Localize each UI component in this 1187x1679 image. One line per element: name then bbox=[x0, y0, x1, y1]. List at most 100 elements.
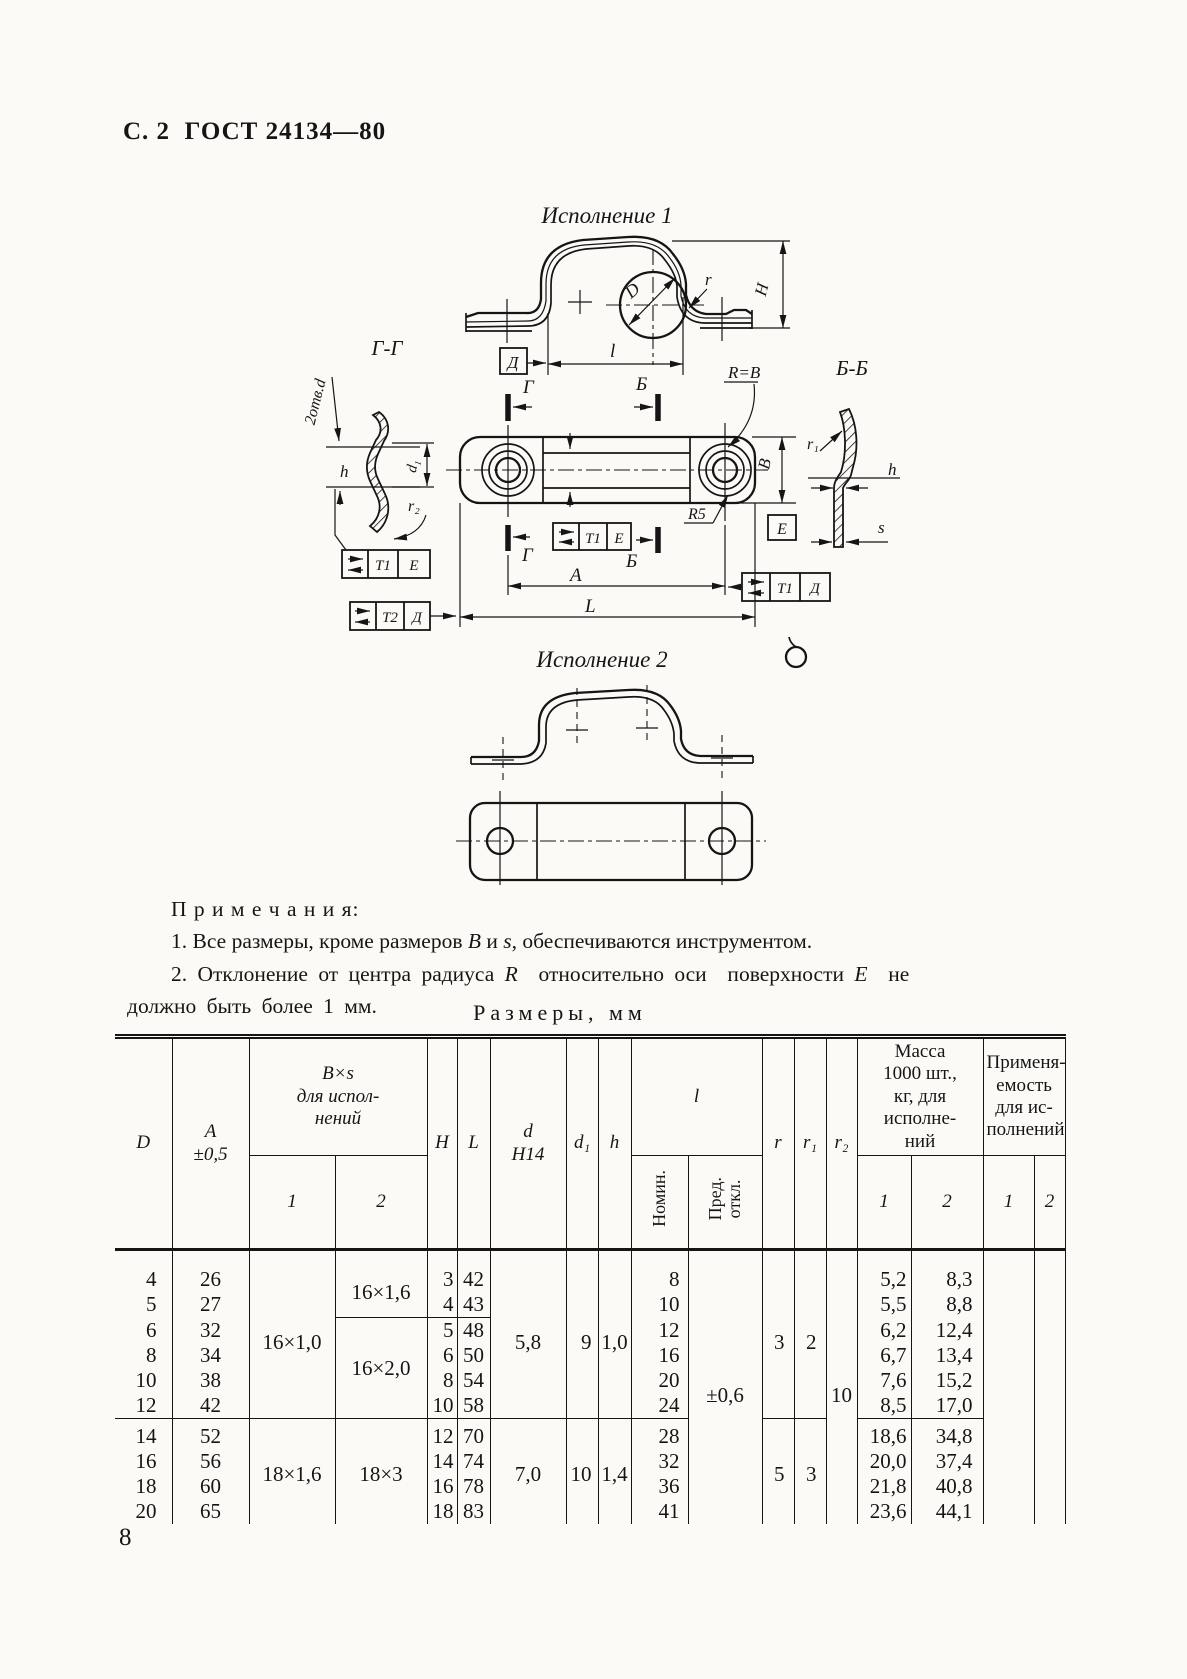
notes-list: 1. Все размеры, кроме размеров B и s, об… bbox=[127, 925, 989, 1022]
column-header: B×s для испол- нений bbox=[249, 1036, 428, 1157]
datum-box-e bbox=[767, 514, 797, 541]
table-cell: 4 bbox=[115, 1249, 173, 1293]
table-cell: 42 bbox=[457, 1249, 491, 1293]
table-cell: 1,0 bbox=[598, 1249, 632, 1419]
tolerance-datum: Е bbox=[408, 558, 418, 574]
table-cell: 26 bbox=[172, 1249, 250, 1293]
table-cell: 8,3 bbox=[911, 1249, 984, 1293]
table-cell: 8 bbox=[427, 1368, 458, 1394]
table-cell: 10 bbox=[566, 1418, 599, 1525]
table-cell: 14 bbox=[115, 1418, 173, 1450]
table-title: Размеры, мм bbox=[473, 1000, 647, 1025]
tolerance-value: Т1 bbox=[777, 581, 793, 597]
notes-heading: П р и м е ч а н и я: bbox=[171, 897, 360, 921]
stamp-mark bbox=[784, 636, 808, 669]
gg-section-profile bbox=[366, 410, 390, 534]
table-cell: 2 bbox=[794, 1249, 827, 1419]
tolerance-value: Т1 bbox=[585, 531, 601, 547]
column-header: d₁ bbox=[566, 1036, 599, 1250]
tolerance-frame-t1d: Т1 Д bbox=[728, 572, 831, 602]
table-cell: 18×1,6 bbox=[249, 1418, 336, 1525]
tolerance-datum: Е bbox=[613, 531, 623, 547]
table-cell: 4 bbox=[427, 1292, 458, 1318]
column-header: r bbox=[762, 1036, 795, 1250]
tolerance-frame-t1e-left: Т1 Е bbox=[334, 489, 431, 579]
tolerance-frame-t1e-plan: Т1 Е bbox=[552, 522, 632, 551]
exec2-plan-view bbox=[456, 791, 766, 885]
width-b-dimension: B Е bbox=[740, 436, 797, 601]
dim-l-label: L bbox=[584, 596, 596, 617]
table-cell: 60 bbox=[172, 1474, 250, 1500]
table-cell: 7,0 bbox=[490, 1418, 567, 1525]
table-cell: 37,4 bbox=[911, 1449, 984, 1475]
table-cell: 5,8 bbox=[490, 1249, 567, 1419]
table-cell: 83 bbox=[457, 1499, 491, 1525]
length-l-label: l bbox=[610, 341, 615, 362]
column-header: Применя- емость для ис- полнений bbox=[983, 1036, 1066, 1157]
table-cell: 24 bbox=[631, 1393, 689, 1419]
r-equals-b-label: R=B bbox=[727, 363, 761, 382]
column-header: A ±0,5 bbox=[172, 1036, 250, 1250]
table-cell: 38 bbox=[172, 1368, 250, 1394]
table-cell: 36 bbox=[631, 1474, 689, 1500]
tolerance-value: Т1 bbox=[375, 558, 391, 574]
table-cell: 34,8 bbox=[911, 1418, 984, 1450]
table-cell: 18 bbox=[115, 1474, 173, 1500]
section-gg-view: Г-Г 2отв.d h d₁ r₂ bbox=[302, 336, 434, 541]
table-cell: 8 bbox=[115, 1343, 173, 1369]
table-cell: 8,5 bbox=[857, 1393, 912, 1419]
datum-d-label: Д bbox=[506, 353, 520, 372]
table-cell: 42 bbox=[172, 1393, 250, 1419]
column-header: H bbox=[427, 1036, 458, 1250]
tolerance-value: Т2 bbox=[382, 610, 398, 626]
table-cell: 43 bbox=[457, 1292, 491, 1318]
table-cell: 12,4 bbox=[911, 1317, 984, 1344]
column-header: h bbox=[598, 1036, 632, 1250]
table-cell: 58 bbox=[457, 1393, 491, 1419]
page-number: 8 bbox=[119, 1524, 132, 1551]
table-cell: 44,1 bbox=[911, 1499, 984, 1525]
datum-e-label: Е bbox=[776, 521, 787, 538]
section-cut-marks-bottom: Г Б bbox=[505, 525, 661, 572]
exec1-side-view bbox=[465, 235, 753, 365]
cut-b-label: Б bbox=[635, 374, 647, 395]
tolerance-symbol-icon bbox=[748, 578, 764, 597]
table-cell: 78 bbox=[457, 1474, 491, 1500]
tolerance-symbol-icon bbox=[348, 555, 363, 574]
table-cell: 16×2,0 bbox=[335, 1317, 428, 1419]
column-header: 2 bbox=[911, 1155, 984, 1250]
table-cell: 34 bbox=[172, 1343, 250, 1369]
note-item: 1. Все размеры, кроме размеров B и s, об… bbox=[171, 929, 813, 954]
exec2-side-view bbox=[470, 685, 754, 785]
dim-s-label: s bbox=[878, 518, 885, 537]
column-header: D bbox=[115, 1036, 173, 1250]
section-bb-view: Б-Б r₁ h s bbox=[807, 356, 900, 548]
table-cell: 1,4 bbox=[598, 1418, 632, 1525]
height-label: H bbox=[751, 280, 773, 299]
tolerance-datum: Д bbox=[410, 610, 423, 626]
table-cell: 56 bbox=[172, 1449, 250, 1475]
table-cell: 74 bbox=[457, 1449, 491, 1475]
table-cell: ±0,6 bbox=[688, 1249, 763, 1525]
table-cell: 5,2 bbox=[857, 1249, 912, 1293]
technical-drawing: Исполнение 1 D r H l Д bbox=[302, 203, 900, 885]
note-item: 2. Отклонение от центра радиуса R относи… bbox=[127, 961, 910, 1018]
table-cell: 13,4 bbox=[911, 1343, 984, 1369]
column-header: L bbox=[457, 1036, 491, 1250]
table-cell: 65 bbox=[172, 1499, 250, 1525]
table-cell: 5 bbox=[427, 1317, 458, 1344]
table-cell: 54 bbox=[457, 1368, 491, 1394]
column-header: Масса 1000 шт., кг, для исполне- ний bbox=[857, 1036, 984, 1157]
diameter-label: D bbox=[620, 279, 644, 303]
table-cell: 50 bbox=[457, 1343, 491, 1369]
dim-a-label: A bbox=[568, 565, 582, 586]
table-cell: 8,8 bbox=[911, 1292, 984, 1318]
column-header: 1 bbox=[857, 1155, 912, 1250]
table-cell: 18×3 bbox=[335, 1418, 428, 1525]
table-cell: 6,7 bbox=[857, 1343, 912, 1369]
section-bb-title: Б-Б bbox=[835, 356, 868, 380]
table-cell: 52 bbox=[172, 1418, 250, 1450]
width-b-label: B bbox=[754, 456, 775, 471]
